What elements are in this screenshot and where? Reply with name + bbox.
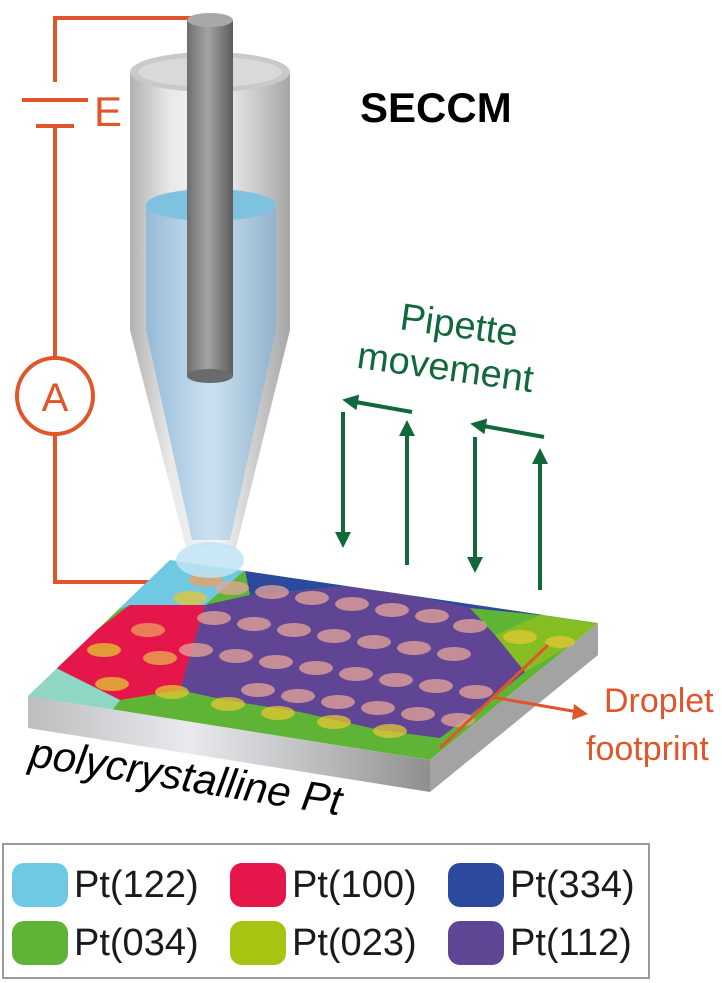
legend-swatch <box>12 921 68 965</box>
slab-right-side <box>430 623 598 792</box>
droplet-footprint-callout: Droplet footprint <box>438 643 714 768</box>
electrode-rod <box>187 20 233 376</box>
legend-item-pt034: Pt(034) <box>12 919 199 967</box>
legend-item-pt100: Pt(100) <box>230 861 417 909</box>
legend-item-pt112: Pt(112) <box>448 919 632 967</box>
legend-label: Pt(334) <box>510 863 635 906</box>
legend-swatch <box>448 921 504 965</box>
meniscus-droplet <box>176 542 244 578</box>
ammeter-label: A <box>42 376 69 420</box>
pipette <box>130 13 290 578</box>
voltage-label: E <box>94 88 122 135</box>
legend-swatch <box>230 863 286 907</box>
pipette-movement-label: Pipette movement <box>355 296 537 401</box>
legend-label: Pt(023) <box>292 921 417 964</box>
battery-symbol <box>22 98 88 128</box>
electrode-bottom <box>187 369 233 383</box>
arrow-left-2 <box>470 418 545 439</box>
ammeter-symbol: A <box>15 356 95 436</box>
footprints-yellow <box>87 591 575 738</box>
legend: Pt(122) Pt(100) Pt(334) Pt(034) Pt(023) … <box>2 843 650 979</box>
wire-top <box>53 16 195 82</box>
arrow-left-1 <box>342 394 413 414</box>
legend-label: Pt(034) <box>74 921 199 964</box>
droplet-label-line1: Droplet <box>604 682 714 720</box>
substrate-slab <box>28 623 598 792</box>
legend-swatch <box>230 921 286 965</box>
legend-item-pt122: Pt(122) <box>12 861 199 909</box>
pipette-movement-arrows <box>335 394 548 590</box>
footprint-arrowhead <box>572 704 588 720</box>
legend-label: Pt(122) <box>74 863 199 906</box>
wire-bottom <box>53 434 170 584</box>
electrode-top <box>187 13 233 27</box>
legend-item-pt023: Pt(023) <box>230 919 417 967</box>
legend-swatch <box>448 863 504 907</box>
grain-pt122 <box>28 560 245 680</box>
footprints-pink <box>179 581 493 727</box>
legend-label: Pt(112) <box>510 921 632 964</box>
grain-pt100 <box>50 605 205 700</box>
legend-label: Pt(100) <box>292 863 417 906</box>
slab-front-side <box>28 696 430 792</box>
legend-swatch <box>12 863 68 907</box>
droplet-label-line2: footprint <box>586 730 709 768</box>
circuit <box>53 16 195 584</box>
droplet-footprints <box>87 573 575 738</box>
footprint-pointer <box>491 695 579 714</box>
legend-item-pt334: Pt(334) <box>448 861 635 909</box>
title: SECCM <box>360 84 512 131</box>
